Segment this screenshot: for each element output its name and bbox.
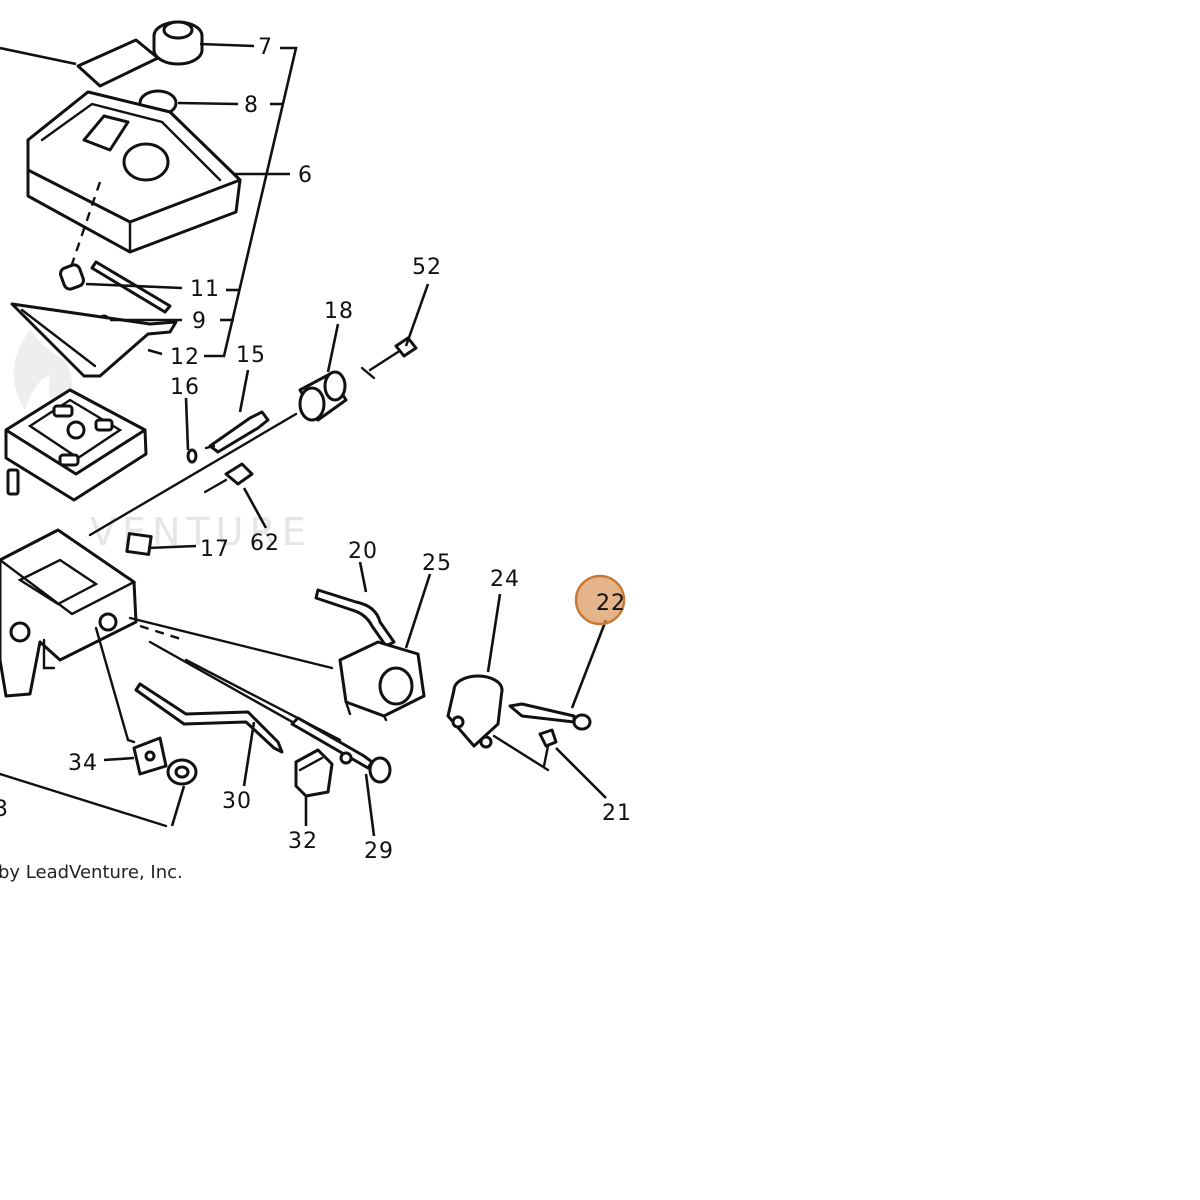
- callout-6[interactable]: 6: [298, 163, 313, 188]
- air-filter: [4, 388, 148, 502]
- callout-52[interactable]: 52: [412, 255, 442, 280]
- callout-15[interactable]: 15: [236, 343, 266, 368]
- callout-7[interactable]: 7: [258, 35, 273, 60]
- engine-block: [0, 528, 138, 698]
- callout-30[interactable]: 30: [222, 789, 252, 814]
- part-20-fuel-line: [314, 588, 396, 648]
- callout-3[interactable]: 3: [0, 797, 9, 822]
- part-29-choke: [290, 716, 392, 784]
- gasket-plate: [76, 38, 160, 88]
- part-12-seal: [10, 302, 178, 378]
- part-18-knob: [298, 370, 348, 422]
- filter-screw: [6, 468, 20, 496]
- callout-11[interactable]: 11: [190, 277, 220, 302]
- part-52-bolt: [360, 336, 418, 380]
- part-25-carburetor: [338, 640, 426, 722]
- highlight-marker-22[interactable]: [574, 574, 626, 626]
- part-15-screw: [204, 410, 270, 454]
- callout-22[interactable]: 22: [596, 591, 626, 616]
- part-6-cover: [26, 90, 242, 254]
- part-7-cap: [152, 20, 204, 66]
- part-62-plug: [203, 462, 254, 494]
- copyright-text: by LeadVenture, Inc.: [0, 862, 183, 883]
- callout-34[interactable]: 34: [68, 751, 98, 776]
- callout-32[interactable]: 32: [288, 829, 318, 854]
- part-17-gasket: [125, 532, 153, 556]
- leader-lines: [85, 42, 608, 837]
- callout-18[interactable]: 18: [324, 299, 354, 324]
- callout-9[interactable]: 9: [192, 309, 207, 334]
- part-11-grommet: [59, 263, 85, 291]
- part-21-screw: [492, 728, 558, 772]
- part-30-rod: [134, 682, 284, 754]
- part-22-bolt: [508, 702, 592, 731]
- callout-25[interactable]: 25: [422, 551, 452, 576]
- callout-labels: 7 8 6 11 9 12 52 18 15 16 62 17 20 25 24…: [0, 35, 632, 864]
- part-34-plate: [132, 736, 168, 776]
- callout-21[interactable]: 21: [602, 801, 632, 826]
- part-32-block: [294, 748, 334, 798]
- callout-8[interactable]: 8: [244, 93, 259, 118]
- gasket-ring: [166, 758, 198, 786]
- callout-17[interactable]: 17: [200, 537, 230, 562]
- callout-12[interactable]: 12: [170, 345, 200, 370]
- callout-62[interactable]: 62: [250, 531, 280, 556]
- part-16-ring: [186, 448, 198, 464]
- watermark-text: VENTURE: [90, 510, 312, 554]
- part-24-manifold: [446, 674, 504, 749]
- callout-20[interactable]: 20: [348, 539, 378, 564]
- callout-16[interactable]: 16: [170, 375, 200, 400]
- callout-24[interactable]: 24: [490, 567, 520, 592]
- callout-29[interactable]: 29: [364, 839, 394, 864]
